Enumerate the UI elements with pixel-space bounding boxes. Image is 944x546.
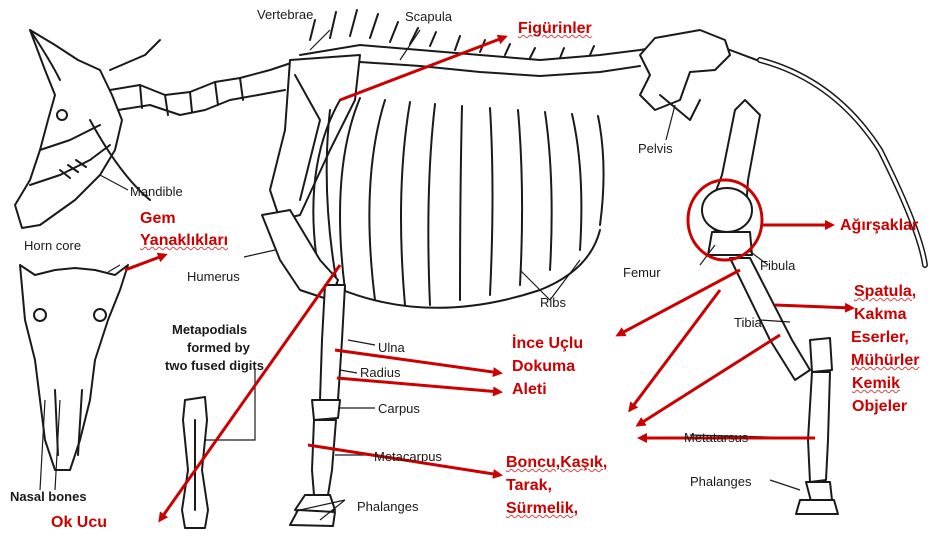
- ince-uclu-line-2: Dokuma: [512, 356, 575, 378]
- boncu-line-2: Tarak,: [506, 475, 552, 497]
- arrow-figurines: [340, 37, 505, 100]
- metapodials-line-3: two fused digits: [165, 358, 264, 373]
- spatula-line-4: Mühürler: [851, 350, 919, 372]
- metatarsus-label: Metatarsus: [684, 430, 748, 445]
- arrow-boncu-2: [638, 335, 780, 425]
- arrow-dokuma-2: [337, 378, 500, 392]
- pelvis: [640, 30, 730, 120]
- ince-uclu-line-3: Aleti: [512, 379, 547, 401]
- ok-ucu-label: Ok Ucu: [51, 512, 107, 534]
- boncu-line-3: Sürmelik,: [506, 498, 578, 520]
- radius-label: Radius: [360, 365, 400, 380]
- spatula-line-6: Objeler: [852, 396, 907, 418]
- horn-core-label: Horn core: [24, 238, 81, 253]
- figurinler-label: Figürinler: [518, 18, 592, 40]
- nasal-bones-label: Nasal bones: [10, 489, 87, 504]
- femur-label: Femur: [623, 265, 661, 280]
- spatula-line-1: Spatula,: [854, 281, 916, 303]
- arrow-gem: [125, 255, 165, 270]
- phalanges-hind-label: Phalanges: [690, 474, 751, 489]
- tibia-label: Tibia: [734, 315, 762, 330]
- gem-label: Gem: [140, 208, 176, 230]
- vertebrae-label: Vertebrae: [257, 7, 313, 22]
- agirsaklar-label: Ağırşaklar: [840, 215, 918, 237]
- yanakliklari-label: Yanaklıkları: [140, 230, 228, 252]
- mandible-label: Mandible: [130, 184, 183, 199]
- spatula-line-5: Kemik: [852, 373, 900, 395]
- metapodial-bone: [182, 397, 208, 528]
- metacarpus-label: Metacarpus: [374, 449, 442, 464]
- carpus-label: Carpus: [378, 401, 420, 416]
- metapodials-line-2: formed by: [187, 340, 250, 355]
- ribs: [313, 98, 603, 308]
- boncu-line-1: Boncu,Kaşık,: [506, 452, 607, 474]
- spatula-line-3: Eserler,: [851, 327, 909, 349]
- pelvis-label: Pelvis: [638, 141, 673, 156]
- skull-front: [20, 265, 128, 470]
- humerus-label: Humerus: [187, 269, 240, 284]
- phalanges-front-label: Phalanges: [357, 499, 418, 514]
- fibula-label: Fibula: [760, 258, 795, 273]
- ulna-label: Ulna: [378, 340, 405, 355]
- arrow-boncu-1: [630, 290, 720, 410]
- spatula-line-2: Kakma: [854, 304, 906, 326]
- leader-lines: [40, 30, 810, 520]
- metapodials-line-1: Metapodials: [172, 322, 247, 337]
- ince-uclu-line-1: İnce Uçlu: [512, 333, 583, 355]
- scapula-label: Scapula: [405, 9, 452, 24]
- neck-vertebrae: [90, 60, 300, 200]
- arrow-spatula: [775, 305, 852, 308]
- ribs-label: Ribs: [540, 295, 566, 310]
